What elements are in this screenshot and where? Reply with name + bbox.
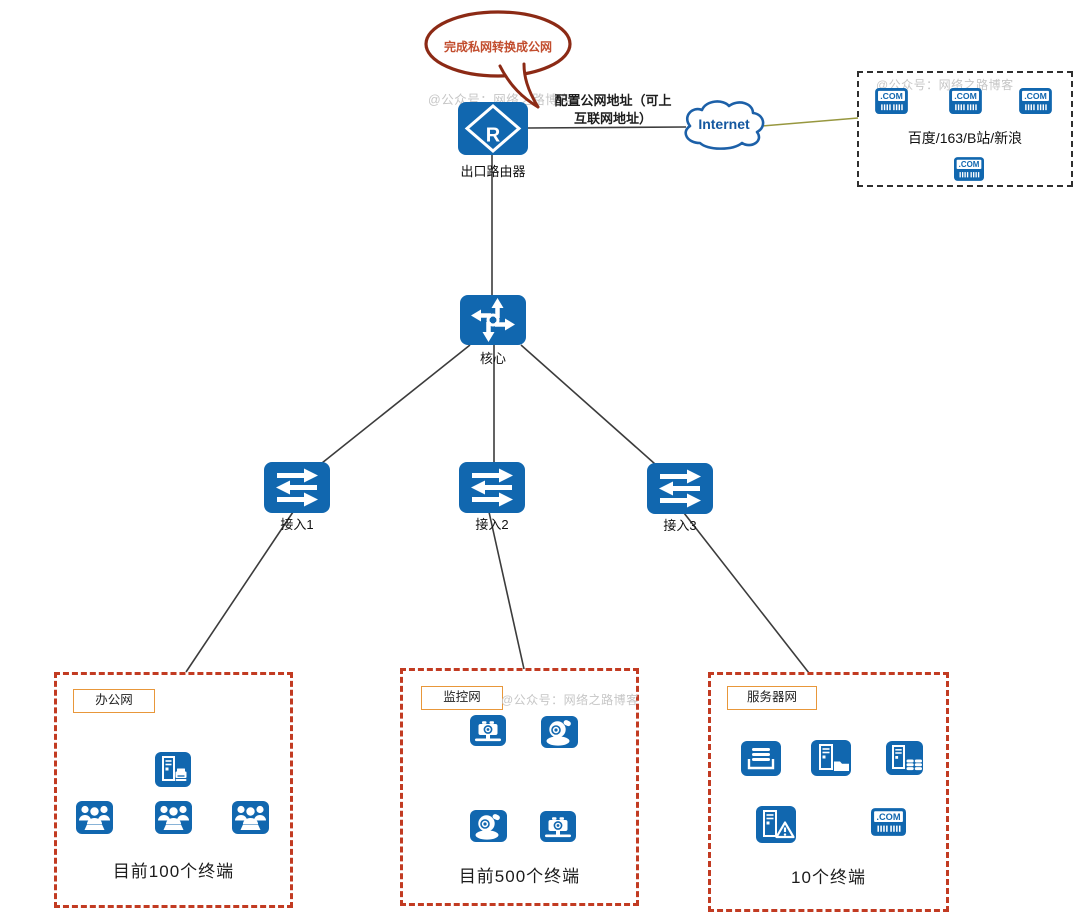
pc-printer-icon bbox=[155, 752, 191, 787]
link-core-access3 bbox=[520, 344, 656, 465]
com-website-icon bbox=[871, 808, 906, 836]
link-access1-office bbox=[185, 511, 294, 673]
document-server-icon bbox=[741, 741, 781, 776]
box-camera-icon bbox=[540, 811, 576, 842]
dome-camera-icon bbox=[541, 716, 578, 748]
zone-monitor-label: 监控网 bbox=[421, 686, 503, 710]
access-switch3-label: 接入3 bbox=[663, 518, 697, 533]
com-website-icon bbox=[875, 88, 908, 114]
external-sites-box: 百度/163/B站/新浪 bbox=[857, 71, 1073, 187]
speech-bubble bbox=[424, 10, 572, 109]
user-group-icon bbox=[76, 801, 113, 834]
zone-monitor-caption: 目前500个终端 bbox=[458, 867, 581, 886]
com-website-icon bbox=[949, 88, 982, 114]
alert-server-icon bbox=[756, 806, 796, 843]
internet-label: Internet bbox=[698, 116, 750, 132]
exit-router-icon bbox=[458, 102, 528, 155]
access-switch1-icon bbox=[264, 462, 330, 513]
database-server-icon bbox=[886, 741, 923, 775]
link-access3-server bbox=[683, 512, 810, 674]
user-group-icon bbox=[232, 801, 269, 834]
com-website-icon bbox=[1019, 88, 1052, 114]
core-switch-icon bbox=[460, 295, 526, 345]
box-camera-icon bbox=[470, 715, 506, 746]
zone-monitor-network: 监控网 @公众号：网络之路博客 目前500个终端 bbox=[400, 668, 639, 906]
link-core-access1 bbox=[321, 344, 471, 464]
access-switch3-icon bbox=[647, 463, 713, 514]
watermark-text: @公众号：网络之路博客 bbox=[501, 693, 639, 707]
annotation-line2: 互联网地址） bbox=[573, 111, 652, 126]
internet-cloud-icon: Internet bbox=[684, 100, 765, 150]
link-access2-monitor bbox=[488, 511, 525, 670]
zone-office-network: 办公网 目前100个终端 bbox=[54, 672, 293, 908]
file-server-icon bbox=[811, 740, 851, 776]
com-website-icon bbox=[954, 157, 984, 181]
link-internet-sites bbox=[761, 117, 859, 127]
external-sites-caption: 百度/163/B站/新浪 bbox=[907, 130, 1023, 146]
zone-server-caption: 10个终端 bbox=[791, 868, 866, 887]
public-address-annotation: 配置公网地址（可上 互联网地址） bbox=[543, 92, 683, 128]
zone-office-label: 办公网 bbox=[73, 689, 155, 713]
exit-router-label: 出口路由器 bbox=[460, 164, 526, 179]
core-switch-label: 核心 bbox=[479, 351, 506, 366]
zone-office-caption: 目前100个终端 bbox=[112, 862, 235, 881]
dome-camera-icon bbox=[470, 810, 507, 842]
access-switch2-icon bbox=[459, 462, 525, 513]
access-switch2-label: 接入2 bbox=[475, 517, 509, 532]
zone-server-network: 服务器网 10个终端 bbox=[708, 672, 949, 912]
link-router-internet bbox=[527, 126, 687, 129]
user-group-icon bbox=[155, 801, 192, 834]
access-switch1-label: 接入1 bbox=[280, 517, 314, 532]
speech-bubble-text: 完成私网转换成公网 bbox=[443, 40, 552, 54]
zone-server-label: 服务器网 bbox=[727, 686, 817, 710]
annotation-line1: 配置公网地址（可上 bbox=[554, 93, 672, 108]
